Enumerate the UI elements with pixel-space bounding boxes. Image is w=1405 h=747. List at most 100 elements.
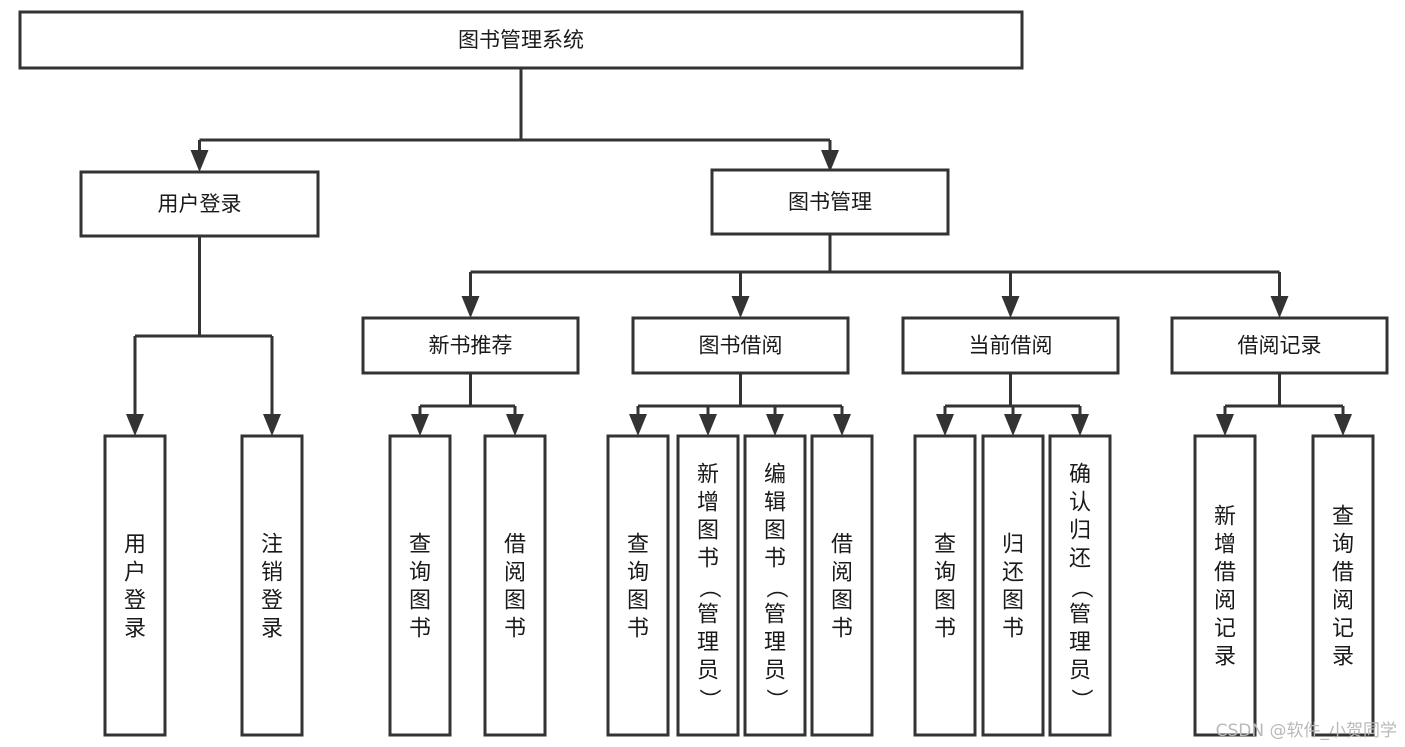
node-label-char: 询: [409, 561, 431, 586]
node-leaf_1[interactable]: 注销登录注销登录: [240, 434, 304, 737]
node-box: [388, 434, 452, 737]
node-leaf_4[interactable]: 查询图书查询图书: [606, 434, 670, 737]
node-leaf_7[interactable]: 借阅图书借阅图书: [810, 434, 874, 737]
node-label-char: 还: [1002, 561, 1024, 586]
node-label-char: 借: [1332, 561, 1354, 586]
node-leaf_8[interactable]: 查询图书查询图书: [913, 434, 977, 737]
node-label-char: ）: [763, 688, 788, 710]
node-label-char: ）: [1068, 688, 1093, 710]
node-label-char: 理: [1069, 631, 1091, 656]
node-label-char: 书: [409, 617, 431, 642]
node-label-char: 查: [934, 533, 956, 558]
node-box: [676, 434, 740, 737]
node-label-char: 管: [764, 603, 786, 628]
node-box: [710, 168, 950, 236]
node-label: 图书借阅: [699, 334, 783, 358]
arrow-head-icon: [699, 414, 717, 436]
node-label-char: 图: [934, 589, 956, 614]
node-box: [361, 316, 580, 375]
node-label-char: 图: [831, 589, 853, 614]
arrow-head-icon: [1004, 414, 1022, 436]
node-leaf_0[interactable]: 用户登录用户登录: [103, 434, 167, 737]
node-label-char: 录: [1332, 645, 1354, 670]
node-label-char: 户: [124, 561, 146, 586]
node-leaf_12[interactable]: 查询借阅记录查询借阅记录: [1311, 434, 1375, 737]
node-label: 图书管理: [788, 190, 872, 214]
node-label-char: 书: [1002, 617, 1024, 642]
arrow-head-icon: [411, 414, 429, 436]
node-label-char: 询: [627, 561, 649, 586]
node-label-char: 增: [697, 491, 719, 516]
node-label-char: 登: [124, 589, 146, 614]
node-label-char: 新: [1214, 505, 1236, 530]
node-label: 用户登录: [158, 192, 242, 216]
node-label-char: 理: [764, 631, 786, 656]
node-leaf_2[interactable]: 查询图书查询图书: [388, 434, 452, 737]
arrow-head-icon: [731, 296, 750, 318]
node-box: [901, 316, 1120, 375]
node-l1_1[interactable]: 图书管理: [710, 168, 950, 236]
node-label-char: 图: [1002, 589, 1024, 614]
node-l1_0[interactable]: 用户登录: [79, 170, 320, 238]
node-label-char: 借: [1214, 561, 1236, 586]
node-leaf_9[interactable]: 归还图书归还图书: [981, 434, 1045, 737]
arrow-head-icon: [1270, 296, 1289, 318]
node-label-char: 图: [409, 589, 431, 614]
node-label-char: 阅: [1332, 589, 1354, 614]
node-label-char: 管: [1069, 603, 1091, 628]
node-box: [981, 434, 1045, 737]
node-label-char: 登: [261, 589, 283, 614]
node-box: [743, 434, 807, 737]
arrow-head-icon: [1001, 296, 1020, 318]
node-box: [606, 434, 670, 737]
node-root[interactable]: 图书管理系统: [18, 10, 1024, 70]
node-label-char: （: [763, 576, 788, 598]
node-label-char: 确: [1069, 463, 1091, 488]
node-label-char: 归: [1002, 533, 1024, 558]
node-l2_0[interactable]: 新书推荐: [361, 316, 580, 375]
node-leaf_3[interactable]: 借阅图书借阅图书: [483, 434, 547, 737]
node-label-char: ）: [696, 688, 721, 710]
node-label-char: 借: [504, 533, 526, 558]
arrow-head-icon: [1216, 414, 1234, 436]
node-label-char: 书: [764, 547, 786, 572]
arrow-head-icon: [506, 414, 524, 436]
node-label-char: 增: [1214, 533, 1236, 558]
node-box: [1048, 434, 1112, 737]
node-l2_2[interactable]: 当前借阅: [901, 316, 1120, 375]
node-box: [1311, 434, 1375, 737]
node-label-char: （: [696, 576, 721, 598]
node-label-char: 书: [831, 617, 853, 642]
node-label-char: 辑: [764, 491, 786, 516]
node-label-char: 查: [1332, 505, 1354, 530]
node-label-char: 阅: [1214, 589, 1236, 614]
node-box: [18, 10, 1024, 70]
node-label-char: 书: [697, 547, 719, 572]
node-label-char: 注: [261, 533, 283, 558]
node-label-char: 销: [261, 561, 283, 586]
node-label-char: 归: [1069, 519, 1091, 544]
node-l2_1[interactable]: 图书借阅: [631, 316, 850, 375]
node-label: 图书管理系统: [458, 28, 584, 52]
node-label-char: 员: [764, 659, 786, 684]
node-label-char: 用: [124, 533, 146, 558]
arrow-head-icon: [833, 414, 851, 436]
node-label-char: 书: [627, 617, 649, 642]
node-l2_3[interactable]: 借阅记录: [1170, 316, 1389, 375]
node-box: [240, 434, 304, 737]
node-label-char: 询: [1332, 533, 1354, 558]
arrow-head-icon: [126, 414, 144, 436]
node-label-char: 书: [504, 617, 526, 642]
node-label-char: 图: [504, 589, 526, 614]
node-label-char: 书: [934, 617, 956, 642]
node-box: [1170, 316, 1389, 375]
node-label: 当前借阅: [969, 334, 1053, 358]
node-label-char: 阅: [831, 561, 853, 586]
node-label-char: 询: [934, 561, 956, 586]
node-leaf_11[interactable]: 新增借阅记录新增借阅记录: [1193, 434, 1257, 737]
node-label-char: 图: [764, 519, 786, 544]
